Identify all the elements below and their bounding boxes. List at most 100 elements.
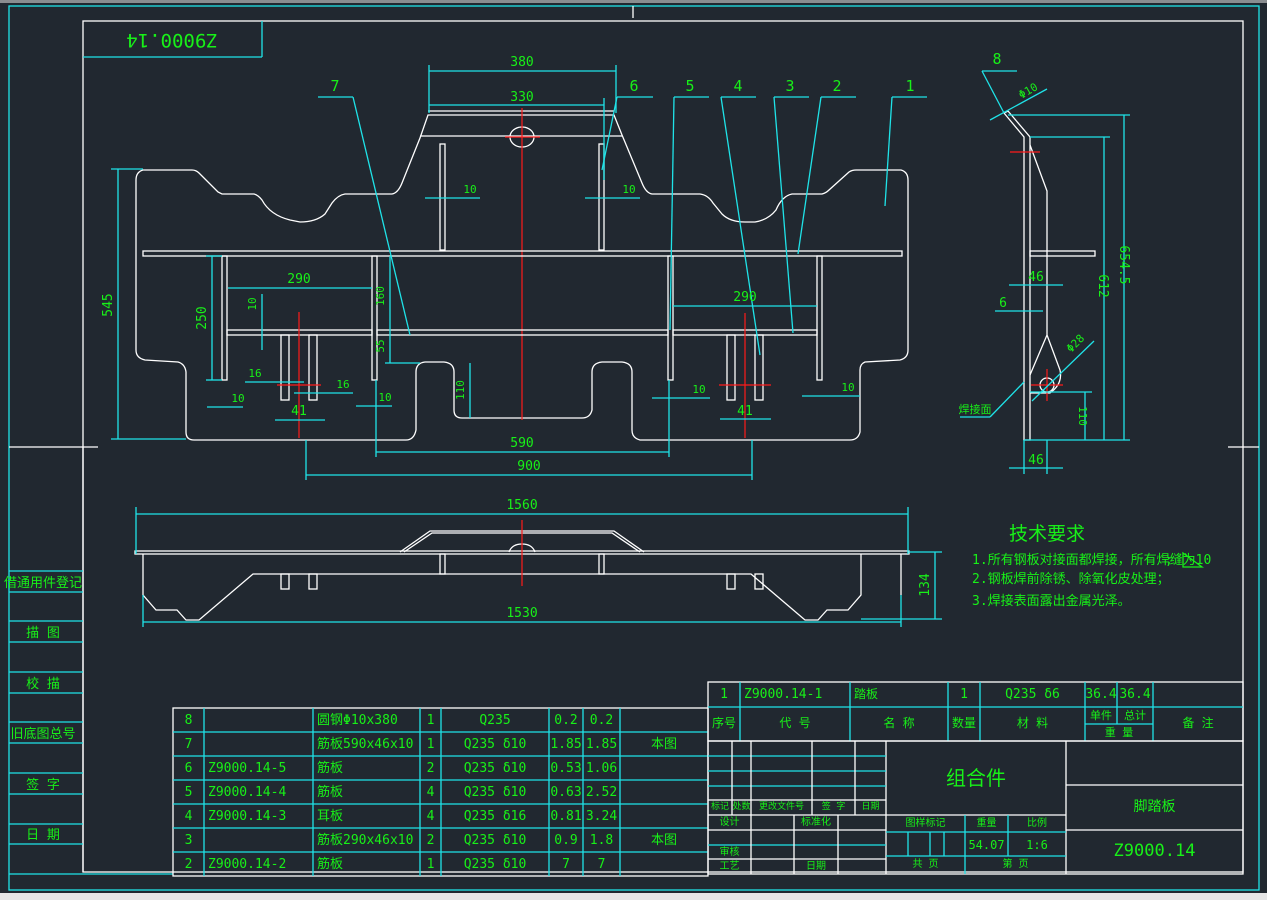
review-label: 审核	[719, 847, 740, 858]
dim-10: 10	[231, 392, 244, 405]
bom-cell-material: Q235	[479, 713, 511, 728]
bom-cell-code: Z9000.14-4	[208, 785, 287, 800]
bom-cell-total: 1.85	[585, 737, 618, 752]
bom-cell-total: 36.4	[1119, 687, 1151, 702]
bom-cell-total: 1.8	[589, 833, 614, 848]
dim-10: 10	[622, 183, 635, 196]
rib-6-left	[439, 143, 446, 251]
top-dimensions	[135, 507, 942, 627]
rib-5	[371, 255, 378, 381]
bom-cell-unit: 0.9	[554, 833, 578, 848]
bom-cell-qty: 4	[426, 809, 435, 824]
tech-req-item: 2.钢板焊前除锈、除氧化皮处理；	[972, 571, 1170, 587]
window-bottom-bar	[0, 893, 1267, 900]
dim-1560: 1560	[506, 498, 537, 513]
front-outline	[135, 114, 909, 441]
bom-header-no: 序号	[711, 716, 736, 730]
dim-545: 545	[101, 293, 116, 316]
weld-face-note: 焊接面	[959, 402, 992, 416]
bom-cell-name: 筋板	[317, 785, 344, 800]
lug-4	[754, 334, 764, 401]
dim-110: 110	[454, 380, 467, 400]
title-block	[707, 681, 1244, 875]
bom-cell-no: 8	[184, 713, 193, 728]
bom-cell-no: 3	[184, 833, 193, 848]
dim-10: 10	[841, 381, 854, 394]
side-label-8: 8	[992, 50, 1001, 68]
tech-req-sep: ;	[1165, 553, 1173, 568]
leader-label: 7	[330, 77, 339, 95]
rib-5	[816, 255, 823, 381]
mirrored-drawing-number: Z9000.14	[126, 29, 218, 51]
side-view[interactable]: 8 Φ10 654.5 612 46 6 Φ28 110 焊接面 46	[959, 50, 1132, 474]
dim-612: 612	[1095, 274, 1110, 297]
leader-lines	[318, 96, 927, 356]
dim-55: 55	[374, 339, 387, 352]
side-outline	[1002, 110, 1031, 441]
bom-cell-material: Q235 δ16	[463, 809, 527, 824]
lug-top	[726, 573, 736, 590]
dim-phi10: Φ10	[1016, 80, 1040, 101]
drawing-mark-label: 图样标记	[905, 818, 946, 829]
dim-900: 900	[517, 459, 540, 474]
lug-top	[754, 573, 764, 590]
standardize-label: 标准化	[801, 817, 831, 828]
bom-cell-name: 筋板	[317, 857, 344, 872]
bom-cell-qty: 2	[426, 833, 435, 848]
bom-cell-material: Q235 δ10	[463, 833, 527, 848]
lug-top	[308, 573, 318, 590]
bom-header-total: 总计	[1124, 709, 1146, 722]
bom-cell-material: Q235 δ10	[463, 737, 527, 752]
left-strip-label: 签 字	[26, 777, 60, 793]
bom-cell-name: 耳板	[317, 809, 344, 824]
dim-110: 110	[1076, 406, 1089, 426]
bom-header-code: 代 号	[779, 716, 811, 730]
bom-cell-unit: 7	[562, 857, 570, 872]
dim-16: 16	[336, 378, 349, 391]
bom-cell-qty: 1	[426, 857, 435, 872]
dim-654-5: 654.5	[1116, 245, 1131, 284]
weight-value: 54.07	[968, 838, 1005, 852]
dim-10: 10	[463, 183, 476, 196]
bom-cell-remark: 本图	[650, 737, 677, 752]
bom-cell-qty: 1	[426, 713, 435, 728]
leader-label: 5	[685, 77, 694, 95]
bom-cell-total: 2.52	[585, 785, 618, 800]
bom-header-material: 材 料	[1016, 716, 1049, 730]
bom-cell-name: 踏板	[854, 687, 879, 701]
part-name: 脚踏板	[1133, 799, 1176, 815]
bom-cell-no: 6	[184, 761, 193, 776]
dim-10: 10	[378, 391, 391, 404]
bom-cell-no: 1	[720, 687, 728, 702]
left-strip-label: 借通用件登记	[4, 576, 82, 591]
rev-header: 处数	[732, 802, 751, 812]
leader-label: 2	[832, 77, 841, 95]
weight-label: 重量	[976, 818, 997, 829]
bom-cell-code: Z9000.14-1	[744, 687, 823, 702]
dim-41: 41	[737, 404, 753, 419]
tech-req-item: 1.所有钢板对接面都焊接，所有焊缝为10	[972, 552, 1211, 568]
dim-330: 330	[510, 90, 533, 105]
rib-7	[376, 329, 669, 336]
front-view[interactable]: 7 6 5 4 3 2 1 380 330 10 10 545 290 290 …	[101, 55, 927, 480]
bom-cell-total: 3.24	[585, 809, 618, 824]
bom-cell-name: 筋板	[317, 761, 344, 776]
top-view[interactable]: 1560 1530 134	[134, 498, 942, 627]
dim-590: 590	[510, 436, 533, 451]
bom-cell-qty: 1	[426, 737, 435, 752]
scale-label: 比例	[1027, 818, 1047, 829]
bom-cell-unit: 0.2	[554, 713, 578, 728]
bom-cell-unit: 0.53	[550, 761, 582, 776]
bom-cell-material: Q235 δ10	[463, 785, 527, 800]
scale-value: 1:6	[1026, 838, 1048, 852]
dim-1530: 1530	[506, 606, 537, 621]
side-rib	[1029, 144, 1062, 394]
leader-label: 4	[733, 77, 742, 95]
side-plate	[1029, 250, 1096, 257]
bom-cell-material: Q235 δ10	[463, 761, 527, 776]
rev-header: 标记	[710, 802, 729, 812]
dim-6: 6	[999, 296, 1007, 311]
bom-cell-name: 筋板290x46x10	[317, 833, 414, 848]
bom-cell-unit: 0.63	[550, 785, 582, 800]
